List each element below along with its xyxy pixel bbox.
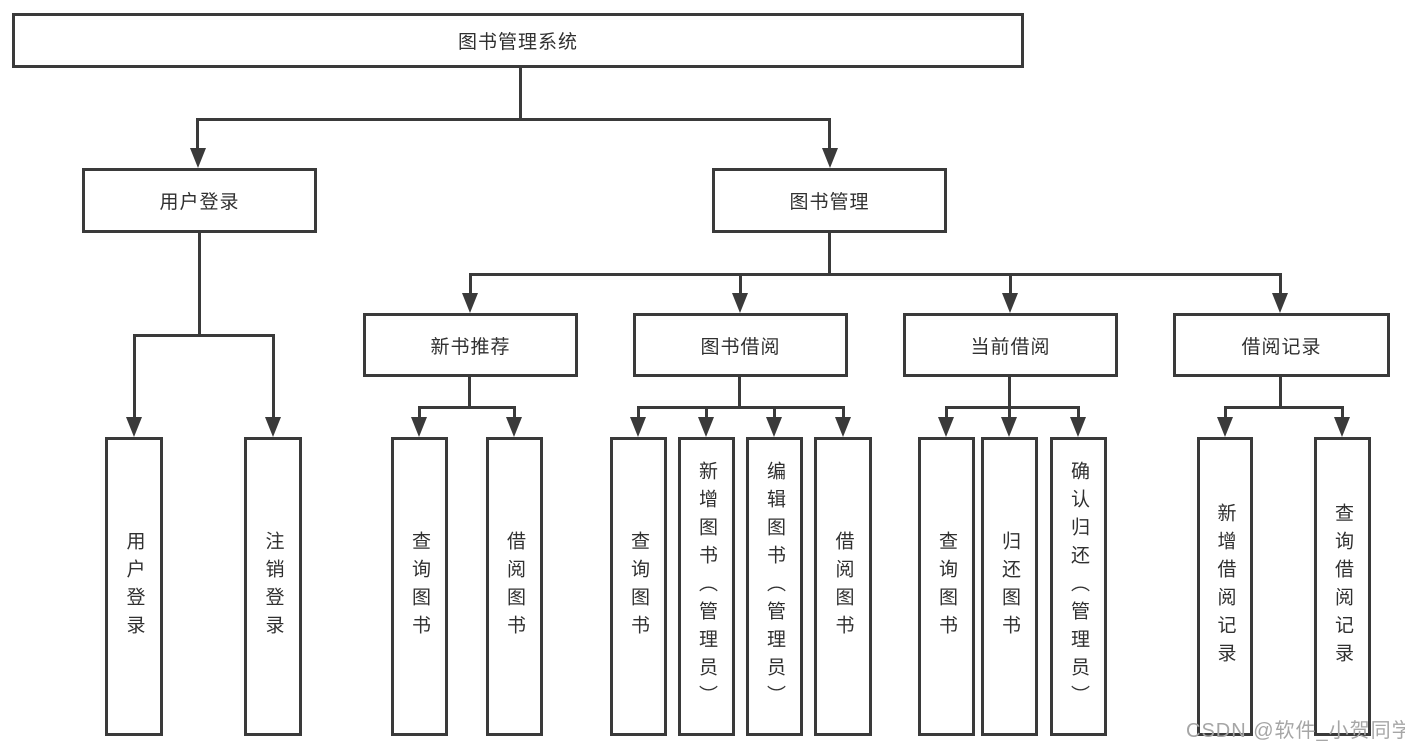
connector-leaf-rail	[637, 406, 845, 409]
leaf-label: 用户登录	[123, 530, 145, 643]
arrow-down-icon	[411, 417, 427, 437]
leaf-label: 编辑图书（管理员）	[764, 460, 785, 713]
node-book-borrowing: 图书借阅	[633, 313, 848, 377]
connector-shaft	[418, 406, 421, 420]
leaf-confirm-return-admin: 确认归还（管理员）	[1050, 437, 1107, 736]
arrow-down-icon	[1002, 293, 1018, 313]
arrow-down-icon	[766, 417, 782, 437]
node-new-book-recommendation: 新书推荐	[363, 313, 578, 377]
connector-shaft	[705, 406, 708, 420]
arrow-down-icon	[190, 148, 206, 168]
node-current-borrowing: 当前借阅	[903, 313, 1118, 377]
leaf-add-books-admin: 新增图书（管理员）	[678, 437, 735, 736]
connector-shaft	[1008, 406, 1011, 420]
connector-shaft	[828, 118, 831, 150]
node-library-management-system: 图书管理系统	[12, 13, 1024, 68]
leaf-label: 归还图书	[999, 530, 1020, 643]
arrow-down-icon	[1272, 293, 1288, 313]
leaf-return-books: 归还图书	[981, 437, 1038, 736]
connector-user-login-rail	[133, 334, 275, 337]
arrow-down-icon	[822, 148, 838, 168]
arrow-down-icon	[630, 417, 646, 437]
leaf-edit-books-admin: 编辑图书（管理员）	[746, 437, 803, 736]
connector-stub	[1008, 375, 1011, 409]
leaf-add-borrow-record: 新增借阅记录	[1197, 437, 1253, 736]
arrow-down-icon	[506, 417, 522, 437]
connector-shaft	[739, 273, 742, 296]
node-user-login: 用户登录	[82, 168, 317, 233]
connector-shaft	[1341, 406, 1344, 420]
arrow-down-icon	[1334, 417, 1350, 437]
connector-shaft	[1279, 273, 1282, 296]
arrow-down-icon	[698, 417, 714, 437]
connector-shaft	[842, 406, 845, 420]
leaf-logout: 注销登录	[244, 437, 302, 736]
leaf-query-borrow-record: 查询借阅记录	[1314, 437, 1371, 736]
arrow-down-icon	[835, 417, 851, 437]
connector-user-login-stub	[198, 233, 201, 337]
connector-shaft	[272, 334, 275, 420]
leaf-query-books-borrowing: 查询图书	[610, 437, 667, 736]
arrow-down-icon	[1070, 417, 1086, 437]
leaf-label: 新增图书（管理员）	[696, 460, 717, 713]
connector-shaft	[513, 406, 516, 420]
arrow-down-icon	[1217, 417, 1233, 437]
leaf-label: 查询图书	[628, 530, 649, 643]
leaf-query-books-recommend: 查询图书	[391, 437, 448, 736]
node-book-management: 图书管理	[712, 168, 947, 233]
arrow-down-icon	[938, 417, 954, 437]
leaf-label: 查询图书	[936, 530, 957, 643]
leaf-label: 查询图书	[409, 530, 430, 643]
arrow-down-icon	[462, 293, 478, 313]
leaf-borrow-books: 借阅图书	[814, 437, 872, 736]
leaf-label: 借阅图书	[504, 530, 525, 643]
connector-stub	[468, 375, 471, 409]
connector-leaf-rail	[945, 406, 1080, 409]
connector-shaft	[469, 273, 472, 296]
leaf-label: 注销登录	[262, 530, 284, 643]
connector-stub	[738, 375, 741, 409]
connector-shaft	[773, 406, 776, 420]
connector-shaft	[1009, 273, 1012, 296]
connector-root-stub	[519, 68, 522, 121]
leaf-user-login: 用户登录	[105, 437, 163, 736]
connector-shaft	[133, 334, 136, 420]
connector-book-management-stub	[828, 233, 831, 276]
connector-shaft	[196, 118, 199, 150]
node-borrowing-records: 借阅记录	[1173, 313, 1390, 377]
connector-leaf-rail	[1224, 406, 1344, 409]
leaf-query-books-current: 查询图书	[918, 437, 975, 736]
connector-leaf-rail	[418, 406, 516, 409]
watermark-text: CSDN @软件_小贺同学	[1186, 720, 1405, 742]
arrow-down-icon	[265, 417, 281, 437]
arrow-down-icon	[1001, 417, 1017, 437]
connector-level3-rail	[470, 273, 1282, 276]
arrow-down-icon	[126, 417, 142, 437]
leaf-label: 新增借阅记录	[1214, 502, 1236, 671]
leaf-label: 查询借阅记录	[1332, 502, 1353, 671]
connector-shaft	[1224, 406, 1227, 420]
leaf-label: 确认归还（管理员）	[1068, 460, 1089, 713]
leaf-label: 借阅图书	[832, 530, 854, 643]
connector-shaft	[637, 406, 640, 420]
connector-shaft	[945, 406, 948, 420]
connector-level1-rail	[197, 118, 831, 121]
arrow-down-icon	[732, 293, 748, 313]
connector-shaft	[1077, 406, 1080, 420]
leaf-borrow-books-recommend: 借阅图书	[486, 437, 543, 736]
connector-stub	[1279, 375, 1282, 409]
